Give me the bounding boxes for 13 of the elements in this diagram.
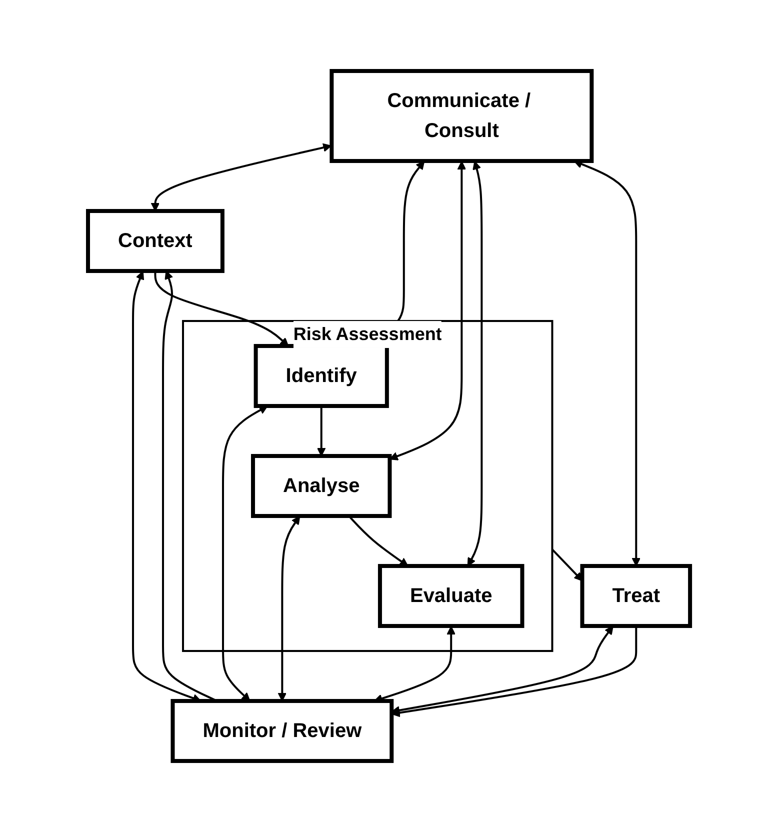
node-box: Communicate / Consult xyxy=(330,68,594,162)
arrow xyxy=(278,515,300,701)
node-box: Analyse xyxy=(250,454,392,518)
node-box: Treat xyxy=(580,564,692,628)
arrow xyxy=(150,142,332,211)
arrow xyxy=(222,405,268,701)
node-box: Monitor / Review xyxy=(170,698,394,762)
node-box: Identify xyxy=(254,344,389,408)
arrow xyxy=(467,160,483,566)
node-box: Context xyxy=(86,208,224,272)
arrow xyxy=(316,406,326,456)
node-box: Evaluate xyxy=(378,564,524,628)
arrow xyxy=(154,270,289,346)
